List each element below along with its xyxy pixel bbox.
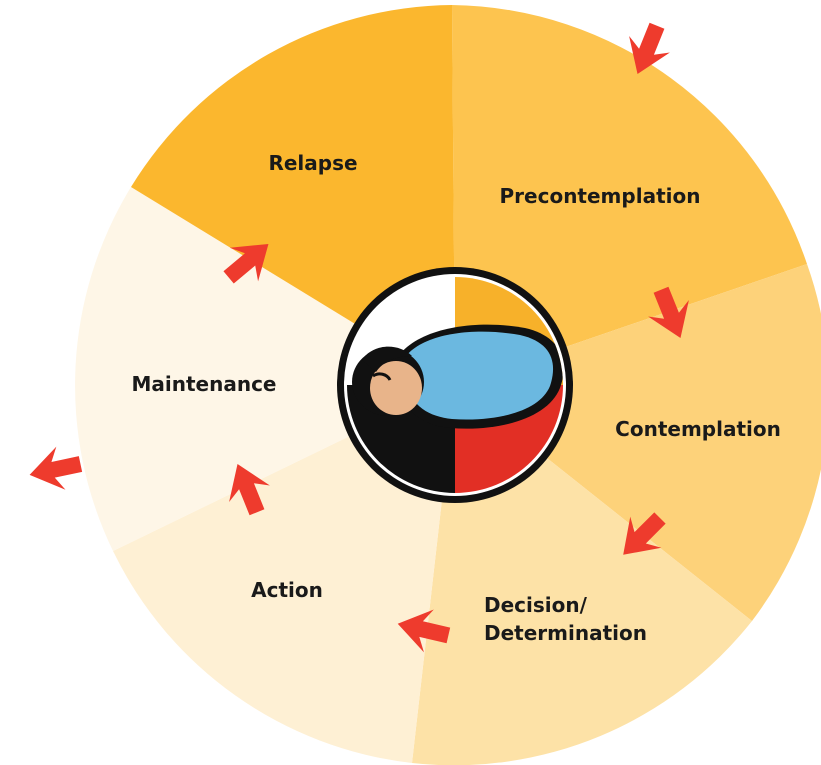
segment-maintenance	[75, 187, 456, 551]
segment-precontemplation	[452, 5, 807, 385]
segment-action	[113, 385, 455, 763]
stage-labels: Relapse Precontemplation Maintenance Con…	[131, 151, 780, 645]
segment-relapse	[131, 5, 455, 385]
label-relapse: Relapse	[268, 151, 357, 175]
label-precontemplation: Precontemplation	[500, 184, 701, 208]
label-maintenance: Maintenance	[131, 372, 276, 396]
stage-wheel	[75, 5, 821, 765]
center-logo-icon	[337, 267, 573, 503]
label-decision-line2: Determination	[484, 621, 647, 645]
segment-contemplation	[455, 264, 821, 621]
arrow-exit-icon	[25, 442, 86, 497]
label-decision-line1: Decision/	[484, 593, 588, 617]
label-action: Action	[251, 578, 323, 602]
label-contemplation: Contemplation	[615, 417, 781, 441]
